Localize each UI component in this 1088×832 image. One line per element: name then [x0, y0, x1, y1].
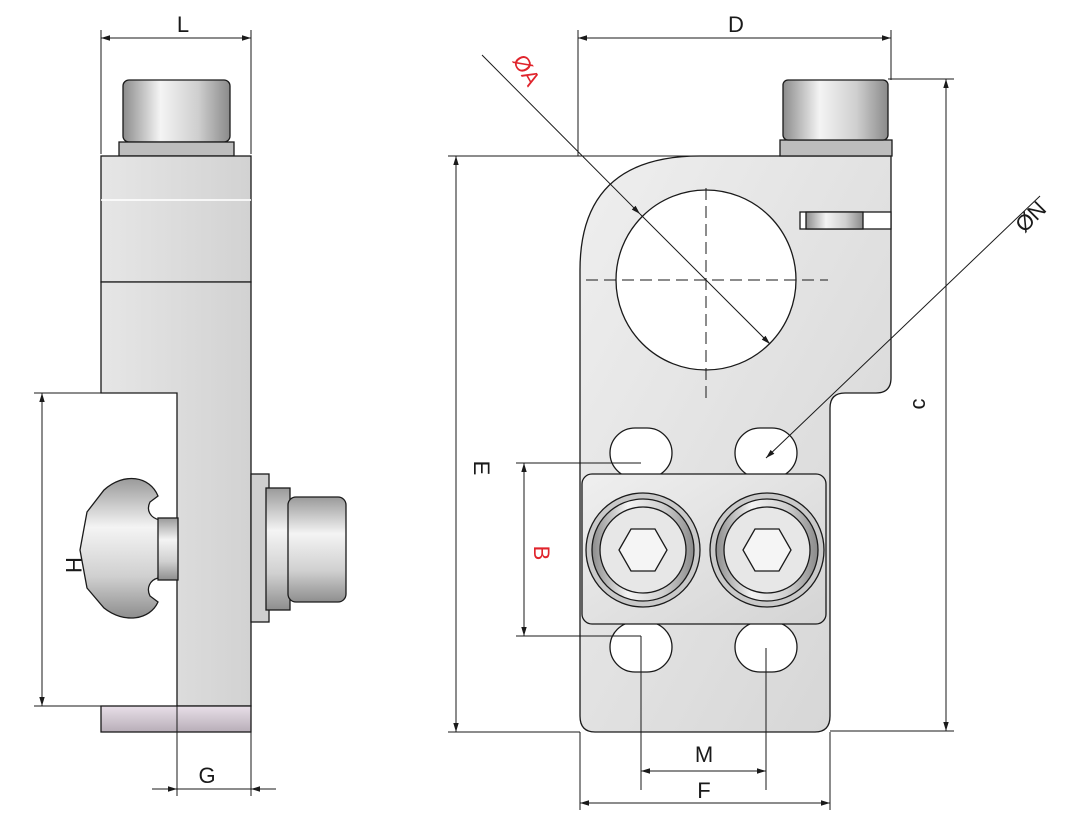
front-socket-screw-right — [709, 492, 825, 608]
side-bolt-shank — [287, 496, 347, 603]
front-view — [579, 79, 893, 733]
label-diameter-N: ØN — [1010, 196, 1051, 237]
center-lines — [586, 188, 828, 400]
label-G: G — [198, 763, 215, 788]
side-clamp-block — [100, 155, 252, 283]
label-M: M — [695, 742, 713, 767]
front-slot-screw — [805, 211, 864, 230]
label-H: H — [61, 557, 86, 573]
label-B: B — [529, 546, 554, 561]
dimension-lines — [34, 30, 1041, 810]
side-t-nut-stem — [157, 517, 179, 581]
side-t-nut — [79, 477, 161, 619]
label-c: c — [905, 399, 930, 410]
label-diameter-A: ØA — [508, 50, 546, 90]
front-slot-hole-top-right — [734, 427, 798, 479]
side-bolt-knurl — [265, 487, 291, 611]
side-base-plate — [100, 705, 252, 733]
side-top-screw-cap — [122, 79, 231, 143]
front-socket-screw-left — [585, 492, 701, 608]
side-view — [79, 79, 347, 733]
side-top-screw-knurl — [118, 141, 235, 157]
label-L: L — [177, 12, 189, 37]
label-D: D — [728, 12, 744, 37]
front-top-screw-cap — [782, 79, 889, 141]
front-slot-hole-top-left — [609, 427, 673, 479]
label-F: F — [697, 778, 710, 803]
front-top-screw-knurl — [779, 139, 893, 157]
label-E: E — [469, 461, 494, 476]
